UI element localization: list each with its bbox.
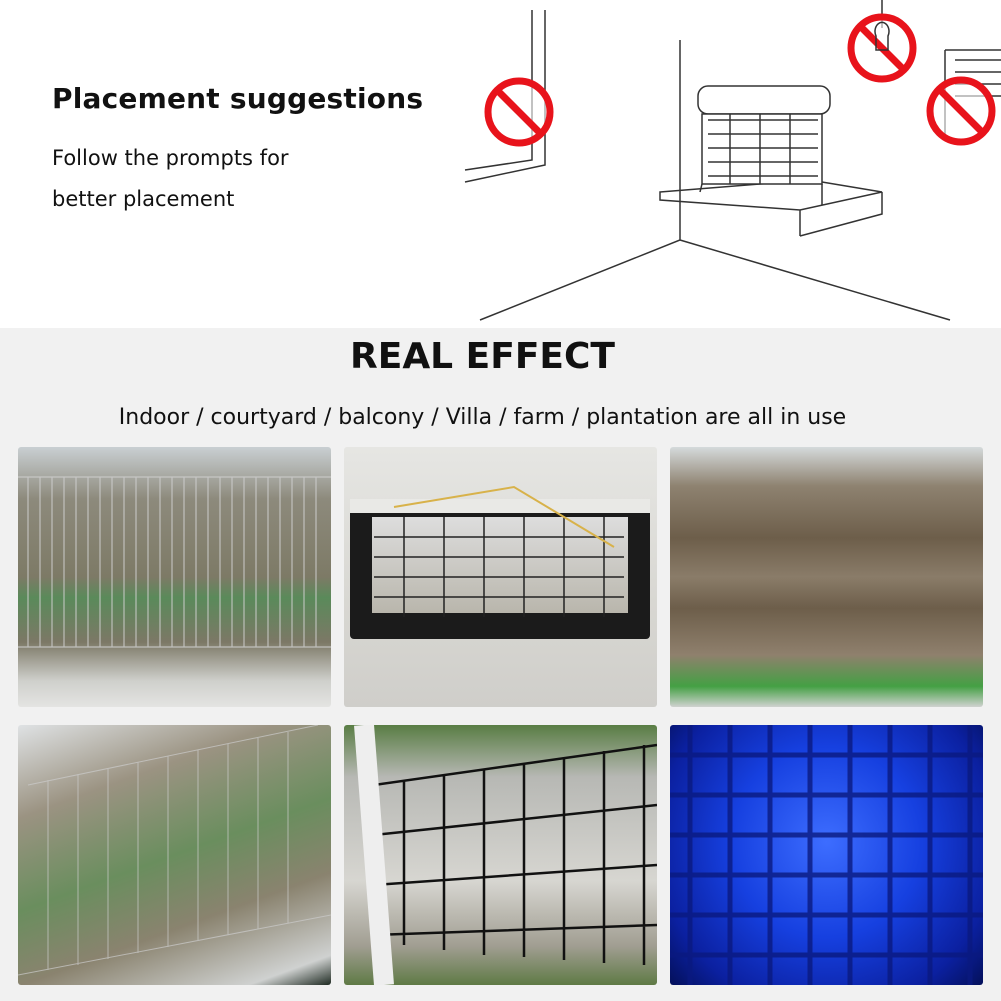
photo-greenhouse-zapper-2 [18, 725, 331, 985]
photo-outdoor-zapper [344, 725, 657, 985]
placement-illustration [464, 0, 1001, 321]
photo-zapper-full-of-insects [670, 447, 983, 707]
placement-heading: Placement suggestions [52, 82, 424, 115]
placement-subtext: Follow the prompts for better placement [52, 138, 352, 220]
photo-wall-mounted-zapper [344, 447, 657, 707]
photo-greenhouse-zapper-1 [18, 447, 331, 707]
photo-blue-light-grid [670, 725, 983, 985]
placement-section: Placement suggestions Follow the prompts… [0, 0, 1001, 328]
no-light-bulb-icon [847, 13, 917, 83]
placement-subtext-line1: Follow the prompts for [52, 146, 289, 170]
real-effect-title: REAL EFFECT [350, 336, 615, 377]
real-effect-tagline: Indoor / courtyard / balcony / Villa / f… [118, 405, 847, 430]
no-corner-icon [484, 77, 554, 147]
placement-subtext-line2: better placement [52, 187, 235, 211]
no-vent-icon [926, 76, 996, 146]
